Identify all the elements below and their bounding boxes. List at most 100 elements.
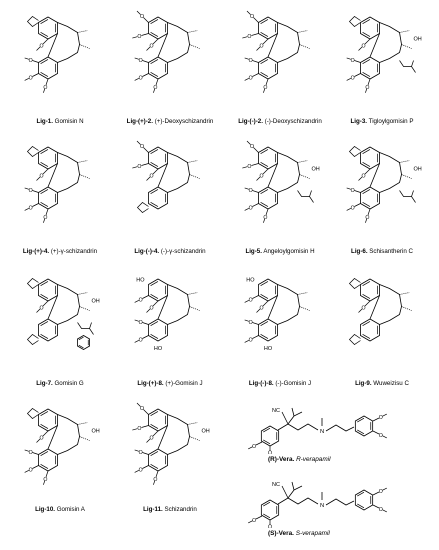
oxygen-label: O (259, 174, 263, 180)
compound-code: Lig-(+)-4. (22, 248, 50, 255)
oxygen-label: O (259, 306, 263, 312)
oxygen-label: O (29, 58, 33, 64)
cyclooctadiene-ring (57, 284, 80, 325)
oxygen-label: O (137, 426, 141, 432)
cyclooctadiene-ring (167, 22, 190, 63)
methylenedioxy-ring (26, 16, 39, 27)
aromatic-ring-bottom (258, 186, 278, 210)
oxygen-label: O (249, 188, 253, 194)
cyclooctadiene-ring (167, 152, 190, 193)
oxygen-label: O (249, 205, 253, 211)
oxygen-label: O (249, 58, 253, 64)
compound-caption: Lig-3. Tigloylgomisin P (330, 118, 434, 126)
compound-caption: Lig-(+)-8. (+)-Gomisin J (118, 380, 222, 388)
aromatic-ring-bottom (360, 186, 380, 210)
aromatic-ring-top (360, 278, 380, 302)
compound-caption: Lig-7. Gomisin G (8, 380, 112, 388)
oxygen-label: O (140, 144, 144, 150)
oxygen-label: O (153, 477, 157, 483)
aromatic-ring-bottom (148, 448, 168, 472)
methylenedioxy-ring (348, 16, 361, 27)
compound-name: Schizandrin (162, 506, 197, 513)
aromatic-ring-top (360, 16, 380, 40)
hydroxyl-label: OH (414, 167, 422, 173)
oxygen-label: O (139, 467, 143, 473)
ester-group (297, 190, 314, 203)
oxygen-label: O (29, 205, 33, 211)
cyclooctadiene-ring (57, 152, 80, 193)
oxygen-label: O (139, 58, 143, 64)
compound-name: Schisantherin C (367, 248, 413, 255)
compound-name: Angeloylgomisin H (261, 248, 315, 255)
oxygen-label: O (249, 297, 253, 303)
compound-name: (-)-Gomisin J (273, 380, 312, 387)
verapamil-code: (R)-Vera. (268, 456, 295, 463)
amine-label: N (320, 429, 324, 435)
oxygen-label: O (249, 75, 253, 81)
aromatic-ring-bottom (38, 186, 58, 210)
aromatic-ring-left (260, 425, 280, 447)
hydroxyl-label: OH (92, 299, 100, 305)
compound-code: Lig-10. (35, 506, 56, 513)
compound-caption: Lig-(-)-2. (-)-Deoxyschizandrin (228, 118, 332, 126)
compound-name: Gomisin G (52, 380, 84, 387)
oxygen-label: O (139, 297, 143, 303)
aromatic-ring-bottom (360, 318, 380, 342)
oxygen-label: O (365, 215, 369, 221)
verapamil-code: (S)-Vera. (268, 530, 294, 537)
oxygen-label: O (43, 477, 47, 483)
methylenedioxy-ring (348, 334, 361, 345)
oxygen-label: O (351, 75, 355, 81)
hydroxyl-label: HO (136, 278, 145, 284)
cyclooctadiene-ring (57, 22, 80, 63)
oxygen-label: O (29, 450, 33, 456)
ester-group (399, 190, 416, 203)
aromatic-ring-bottom (38, 56, 58, 80)
aromatic-ring-top (148, 278, 168, 302)
aromatic-ring-bottom (258, 56, 278, 80)
hydroxyl-label: OH (92, 429, 100, 435)
oxygen-label: O (379, 489, 383, 495)
cyclooctadiene-ring (57, 414, 80, 455)
oxygen-label: O (39, 44, 43, 50)
molecule: O (340, 268, 422, 356)
cyclooctadiene-ring (277, 22, 300, 63)
cyclooctadiene-ring (277, 284, 300, 325)
aromatic-ring-bottom (148, 186, 168, 210)
aromatic-ring-bottom (38, 448, 58, 472)
aromatic-ring-top (38, 278, 58, 302)
hydroxyl-label: HO (264, 346, 273, 352)
nitrile-label: NC (272, 408, 280, 414)
oxygen-label: O (252, 518, 256, 524)
aromatic-ring-right (354, 415, 374, 437)
ethyl-linker (325, 498, 355, 506)
oxygen-label: O (149, 44, 153, 50)
oxygen-label: O (149, 306, 153, 312)
compound-name: (-)-γ-schizandrin (159, 248, 206, 255)
oxygen-label: O (365, 85, 369, 91)
oxygen-label: O (139, 337, 143, 343)
hydroxyl-label: OH (202, 429, 210, 435)
aromatic-ring-top (38, 146, 58, 170)
ester-group (77, 322, 94, 335)
